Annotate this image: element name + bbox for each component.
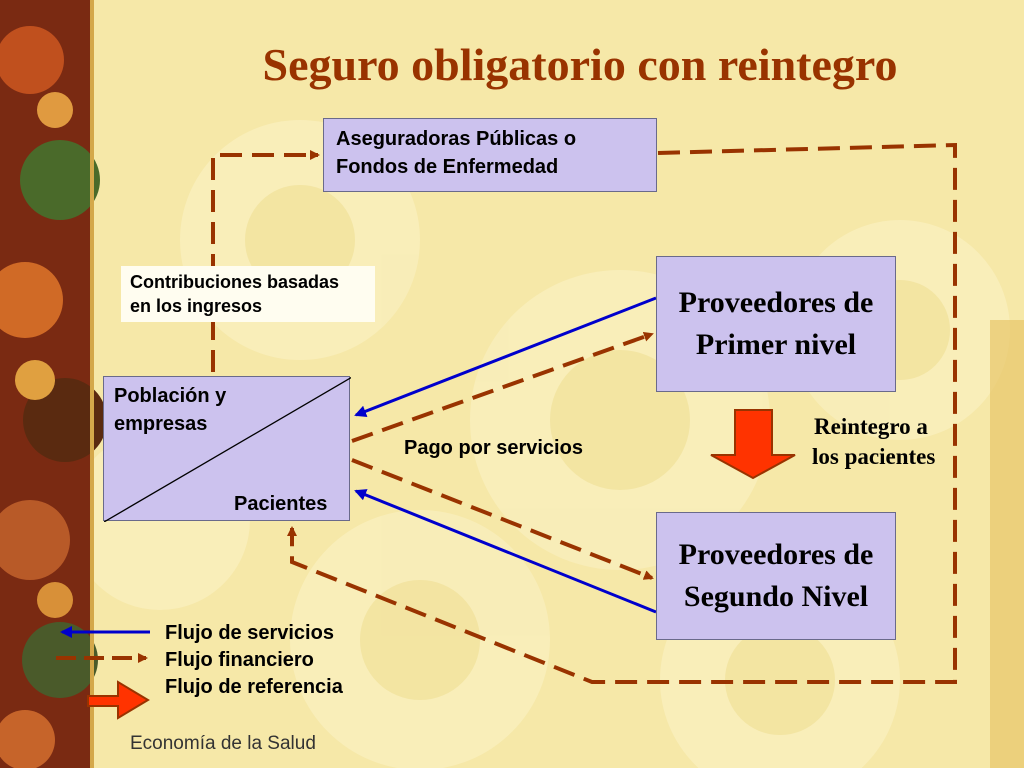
poblacion-box: Población y empresas Pacientes — [103, 376, 351, 522]
contribuciones-line1: Contribuciones basadas — [130, 272, 340, 292]
legend-referral-arrow — [87, 680, 150, 720]
right-strip — [990, 320, 1024, 768]
segundo-nivel-box: Proveedores de Segundo Nivel — [656, 512, 896, 640]
service-flow-segundo — [354, 489, 657, 614]
contribuciones-label: Contribuciones basadas en los ingresos — [121, 266, 375, 322]
aseguradoras-line2: Fondos de Enfermedad — [336, 156, 559, 178]
aseguradoras-line1: Aseguradoras Públicas o — [336, 128, 577, 150]
financial-flow-reintegro-loop — [287, 142, 957, 684]
reintegro-line2: los pacientes — [812, 444, 936, 469]
financial-flow-pago-primer — [351, 331, 654, 443]
pago-label: Pago por servicios — [404, 437, 583, 459]
service-flow-primer — [354, 296, 657, 417]
primer-nivel-line2: Primer nivel — [695, 328, 857, 361]
primer-nivel-box: Proveedores de Primer nivel — [656, 256, 896, 392]
referral-flow-arrow — [710, 409, 796, 480]
segundo-nivel-line2: Segundo Nivel — [683, 580, 869, 613]
poblacion-line1: Población y — [114, 385, 227, 407]
aseguradoras-box: Aseguradoras Públicas o Fondos de Enferm… — [323, 118, 657, 192]
financial-flow-contributions — [211, 150, 320, 372]
pacientes-label: Pacientes — [234, 493, 328, 515]
page-title: Seguro obligatorio con reintegro — [262, 39, 898, 90]
poblacion-diagonal — [104, 377, 351, 522]
footer-text: Economía de la Salud — [130, 733, 316, 754]
legend-label-services: Flujo de servicios — [165, 622, 334, 644]
segundo-nivel-line1: Proveedores de — [678, 538, 874, 571]
contribuciones-line2: en los ingresos — [130, 296, 263, 316]
legend-label-referral: Flujo de referencia — [165, 676, 343, 698]
primer-nivel-line1: Proveedores de — [678, 286, 874, 319]
financial-flow-pago-segundo — [351, 458, 654, 580]
legend-label-financial: Flujo financiero — [165, 649, 314, 671]
poblacion-line2: empresas — [114, 413, 208, 435]
reintegro-line1: Reintegro a — [814, 414, 928, 439]
